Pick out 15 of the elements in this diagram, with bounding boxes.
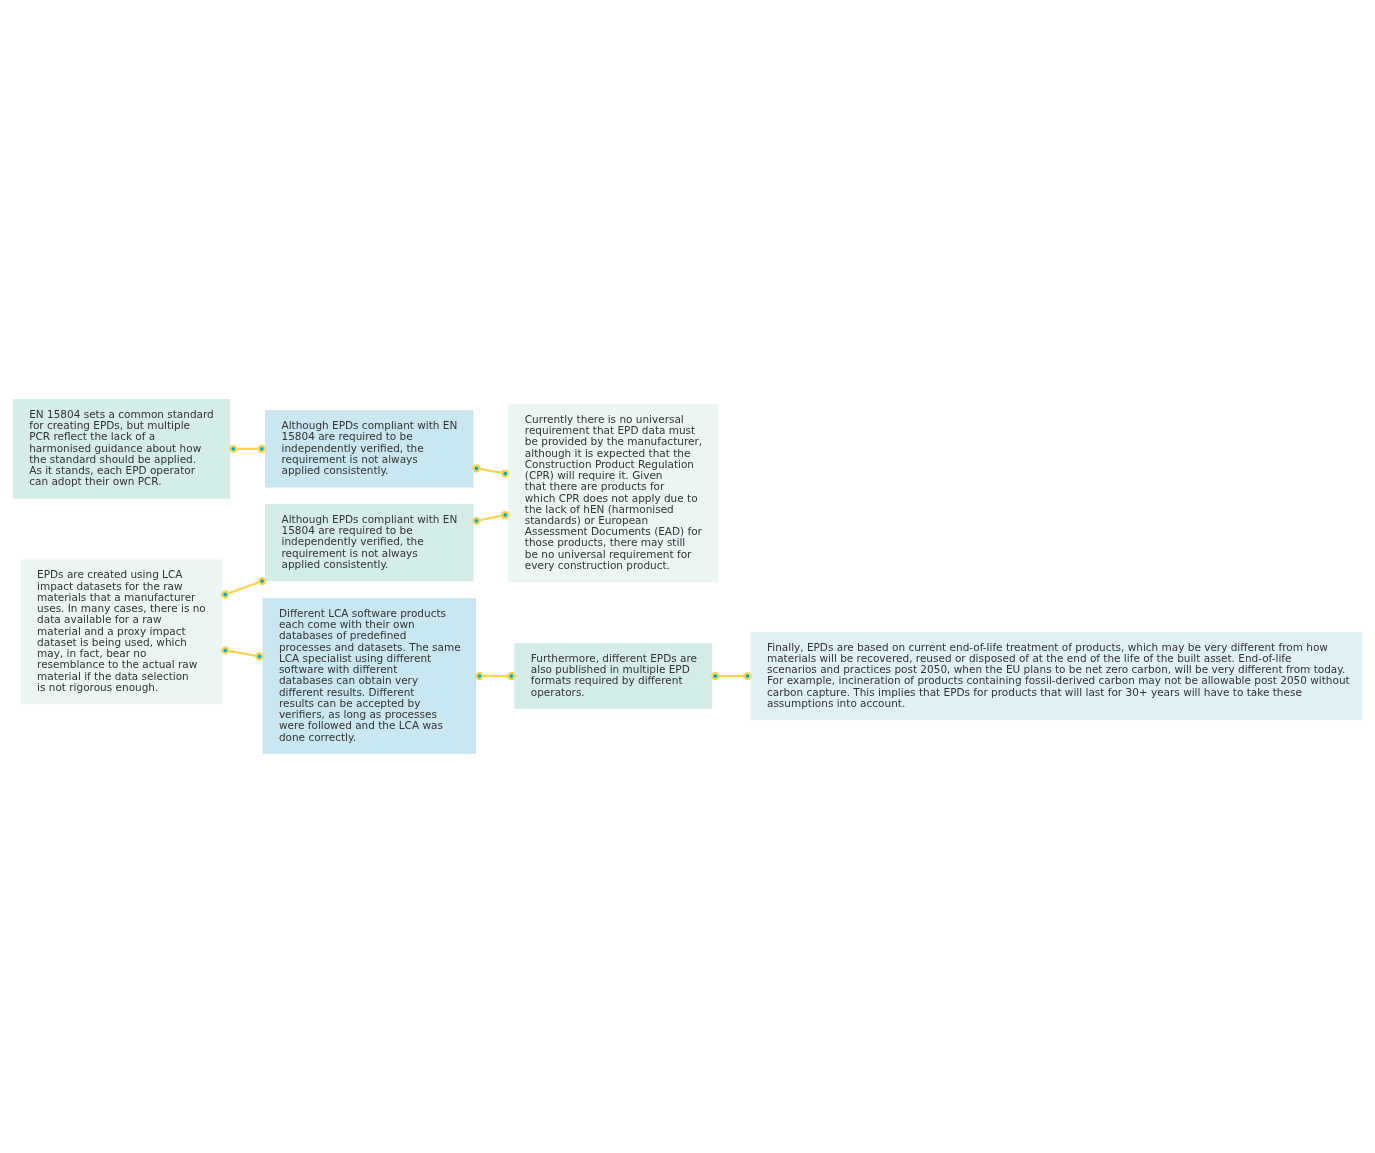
node-box: Different LCA software products each come with their own databases of predefined processes and datasets. The same LCA specialist using different software with different databases can obtain very different results. Different results can be accepted by verifiers, as long as processes were followed and the LCA was done correctly. bbox=[262, 598, 477, 754]
node-box: EPDs are created using LCA impact datasets for the raw materials that a manufacturer uses. In many cases, there is no data available for a raw material and a proxy impact dataset is being used, which may, in fact, bear no resemblance to the actual raw material if the data selection is not rigorous enough. bbox=[20, 559, 223, 705]
connector bbox=[229, 444, 266, 453]
connector bbox=[221, 646, 264, 661]
node-box: Furthermore, different EPDs are also published in multiple EPD formats required by different operators. bbox=[514, 643, 713, 709]
node-box: Although EPDs compliant with EN 15804 are required to be independently verified, the requirement is not always applied consistently. bbox=[265, 503, 474, 582]
node-box: Finally, EPDs are based on current end-of-life treatment of products, which may be very different from how materials will be recovered, reused or disposed of at the end of the life of the built asset. End-of-life scenarios and practices post 2050, when the EU plans to be net zero carbon, will be very different from today. For example, incineration of products containing fossil-derived carbon may not be allowable post 2050 without carbon capture. This implies that EPDs for products that will last for 30+ years will have to take these assumptions into account. bbox=[750, 631, 1363, 721]
connector bbox=[472, 464, 510, 478]
connector bbox=[472, 510, 510, 525]
connector bbox=[475, 671, 516, 681]
connector bbox=[711, 671, 752, 681]
node-box: Currently there is no universal requirement that EPD data must be provided by the manufacturer, although it is expected that the Construction Product Regulation (CPR) will require it. Given that there are products for which CPR does not apply due to the lack of hEN (harmonised standards) or European Assessment Documents (EAD) for those products, there may still be no universal requirement for every construction product. bbox=[508, 403, 719, 583]
node-box: Although EPDs compliant with EN 15804 are required to be independently verified, the requirement is not always applied consistently. bbox=[265, 410, 474, 488]
connector bbox=[221, 576, 267, 599]
node-box: EN 15804 sets a common standard for creating EPDs, but multiple PCR reflect the lack of a harmonised guidance about how the standard should be applied. As it stands, each EPD operator can adopt their own PCR. bbox=[12, 399, 231, 499]
